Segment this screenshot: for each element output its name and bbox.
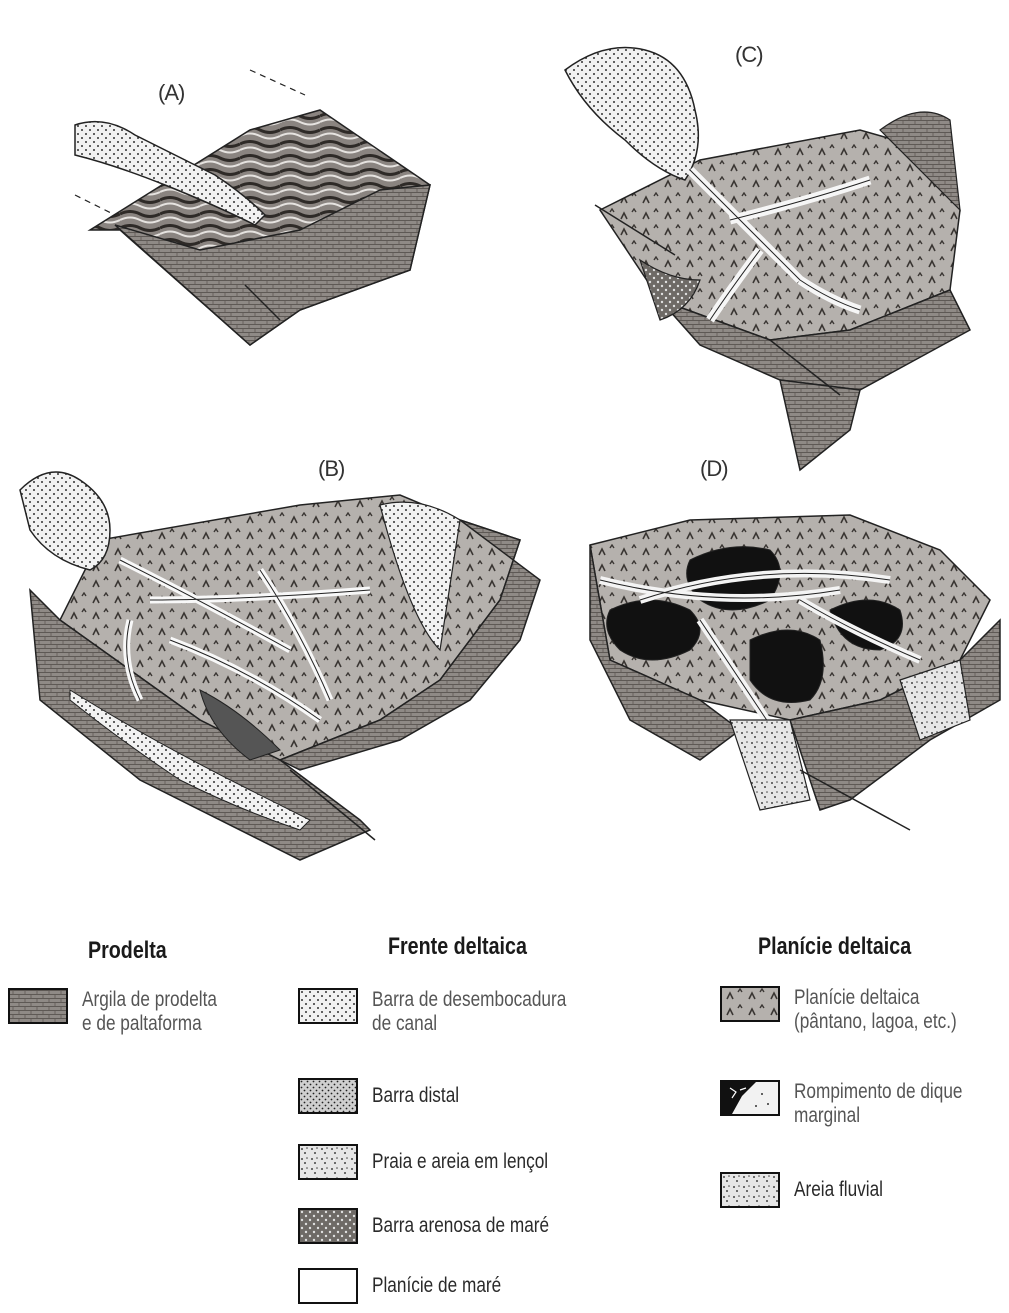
legend-label-cont: marginal <box>794 1104 962 1128</box>
legend-swatch-planicie-mare <box>298 1268 358 1304</box>
legend-label-cont: (pântano, lagoa, etc.) <box>794 1010 957 1034</box>
legend-item-planicie-mare: Planície de maré <box>298 1268 530 1304</box>
legend-swatch-planicie-deltaica <box>720 986 780 1022</box>
legend-label: Planície de maré <box>372 1274 501 1298</box>
legend-label-cont: e de paltaforma <box>82 1012 217 1036</box>
legend-label: Argila de prodelta <box>82 988 217 1012</box>
swatch-dense-pattern <box>300 1080 356 1112</box>
legend-label: Planície deltaica <box>794 986 957 1010</box>
swatch-crevasse-pattern <box>722 1082 778 1114</box>
legend-item-barra-distal: Barra distal <box>298 1078 478 1114</box>
legend-heading-frente-deltaica: Frente deltaica <box>388 933 527 961</box>
swatch-light-dots-pattern <box>300 1146 356 1178</box>
swatch-marsh-pattern <box>722 988 778 1020</box>
legend-label: Rompimento de dique <box>794 1080 962 1104</box>
swatch-fluvial-pattern <box>722 1174 778 1206</box>
legend-swatch-barra-desembocadura <box>298 988 358 1024</box>
swatch-tidebar-pattern <box>300 1210 356 1242</box>
legend-label: Areia fluvial <box>794 1178 883 1202</box>
legend-swatch-praia <box>298 1144 358 1180</box>
legend-heading-planicie-deltaica: Planície deltaica <box>758 933 911 961</box>
legend-label-cont: de canal <box>372 1012 566 1036</box>
legend-item-barra-arenosa-mare: Barra arenosa de maré <box>298 1208 588 1244</box>
legend-item-rompimento-dique: Rompimento de dique marginal <box>720 1080 999 1128</box>
legend-label: Barra distal <box>372 1084 459 1108</box>
legend-heading-prodelta: Prodelta <box>88 937 167 965</box>
legend-label: Praia e areia em lençol <box>372 1150 548 1174</box>
swatch-dots-pattern <box>300 990 356 1022</box>
legend-label: Barra de desembocadura <box>372 988 566 1012</box>
legend-item-areia-fluvial: Areia fluvial <box>720 1172 903 1208</box>
legend-swatch-areia-fluvial <box>720 1172 780 1208</box>
legend-item-planicie-deltaica: Planície deltaica (pântano, lagoa, etc.) <box>720 986 992 1034</box>
legend-swatch-rompimento <box>720 1080 780 1116</box>
legend-swatch-barra-arenosa <box>298 1208 358 1244</box>
legend-item-barra-desembocadura: Barra de desembocadura de canal <box>298 988 609 1036</box>
legend-swatch-barra-distal <box>298 1078 358 1114</box>
legend-label: Barra arenosa de maré <box>372 1214 549 1238</box>
swatch-brick-pattern <box>10 990 66 1022</box>
legend-item-argila-prodelta: Argila de prodelta e de paltaforma <box>8 988 247 1036</box>
legend-item-praia-areia: Praia e areia em lençol <box>298 1144 587 1180</box>
legend-swatch-argila <box>8 988 68 1024</box>
